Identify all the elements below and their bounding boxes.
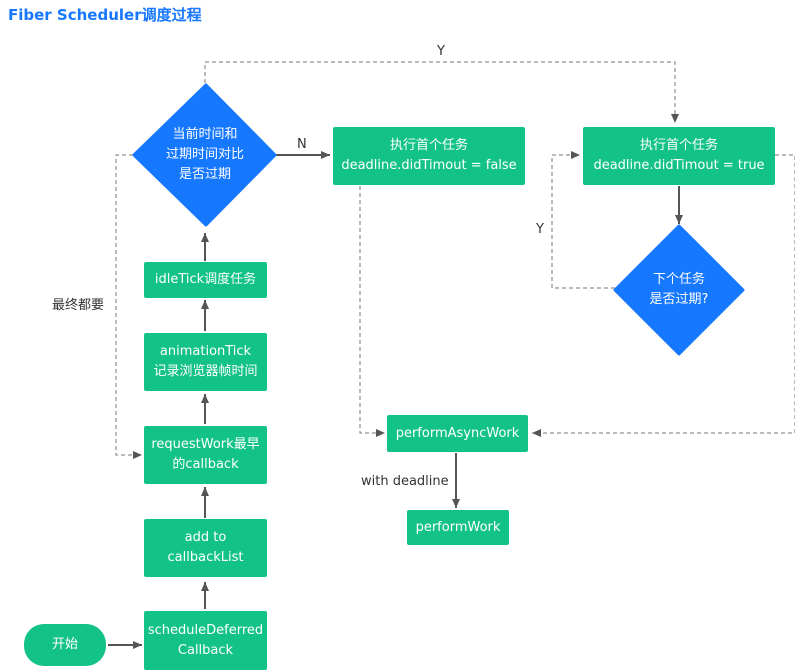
next-task-expired-node[interactable]: 下个任务 是否过期? bbox=[615, 226, 743, 354]
node-line: 下个任务 bbox=[652, 272, 705, 287]
decision-diamond-shape bbox=[132, 83, 277, 227]
arrow-next-yes-loop bbox=[551, 151, 615, 289]
node-line: Callback bbox=[177, 642, 234, 658]
label-yes-top: Y bbox=[437, 44, 445, 59]
arrow-exec-true-to-async bbox=[532, 154, 795, 437]
node-line: scheduleDeferred bbox=[147, 622, 264, 638]
node-line: 记录浏览器帧时间 bbox=[153, 364, 258, 379]
label-yes-loop: Y bbox=[536, 222, 544, 237]
idle-tick-label: idleTick调度任务 bbox=[154, 272, 257, 287]
start-label: 开始 bbox=[51, 637, 78, 652]
schedule-deferred-callback-node[interactable]: scheduleDeferred Callback bbox=[144, 611, 267, 670]
node-line: requestWork最早 bbox=[151, 437, 260, 452]
diagram-title: Fiber Scheduler调度过程 bbox=[8, 6, 202, 24]
label-eventually: 最终都要 bbox=[52, 298, 105, 313]
exec-first-task-false-node[interactable]: 执行首个任务 deadline.didTimout = false bbox=[333, 127, 525, 185]
add-to-callback-list-node[interactable]: add to callbackList bbox=[144, 519, 267, 577]
label-with-deadline: with deadline bbox=[361, 474, 449, 489]
node-line: animationTick bbox=[159, 344, 252, 359]
node-line: 过期时间对比 bbox=[165, 147, 244, 162]
animation-tick-node[interactable]: animationTick 记录浏览器帧时间 bbox=[144, 333, 267, 391]
label-no: N bbox=[297, 137, 307, 152]
node-line: 执行首个任务 bbox=[639, 138, 718, 153]
node-line: 的callback bbox=[172, 457, 239, 472]
node-line: callbackList bbox=[167, 550, 244, 565]
perform-work-label: performWork bbox=[415, 519, 501, 535]
request-work-node[interactable]: requestWork最早 的callback bbox=[144, 426, 267, 484]
node-line: 是否过期? bbox=[649, 292, 709, 307]
node-line: 是否过期 bbox=[178, 167, 231, 182]
compare-decision-node[interactable]: 当前时间和 过期时间对比 是否过期 bbox=[134, 85, 276, 225]
node-line: deadline.didTimout = false bbox=[341, 158, 517, 173]
node-line: 执行首个任务 bbox=[389, 138, 468, 153]
perform-async-work-node[interactable]: performAsyncWork bbox=[387, 415, 528, 452]
node-line: 当前时间和 bbox=[172, 127, 238, 142]
perform-async-work-label: performAsyncWork bbox=[395, 425, 520, 441]
next-expired-diamond-shape bbox=[613, 224, 745, 356]
perform-work-node[interactable]: performWork bbox=[407, 510, 509, 545]
idle-tick-node[interactable]: idleTick调度任务 bbox=[144, 262, 267, 298]
node-line: add to bbox=[184, 530, 227, 545]
arrow-eventually-loop bbox=[115, 154, 142, 459]
exec-first-task-true-node[interactable]: 执行首个任务 deadline.didTimout = true bbox=[583, 127, 775, 185]
node-line: deadline.didTimout = true bbox=[593, 158, 765, 173]
arrow-decision-yes bbox=[204, 61, 679, 123]
start-node[interactable]: 开始 bbox=[24, 624, 106, 666]
arrow-exec-false-to-async bbox=[359, 186, 385, 437]
